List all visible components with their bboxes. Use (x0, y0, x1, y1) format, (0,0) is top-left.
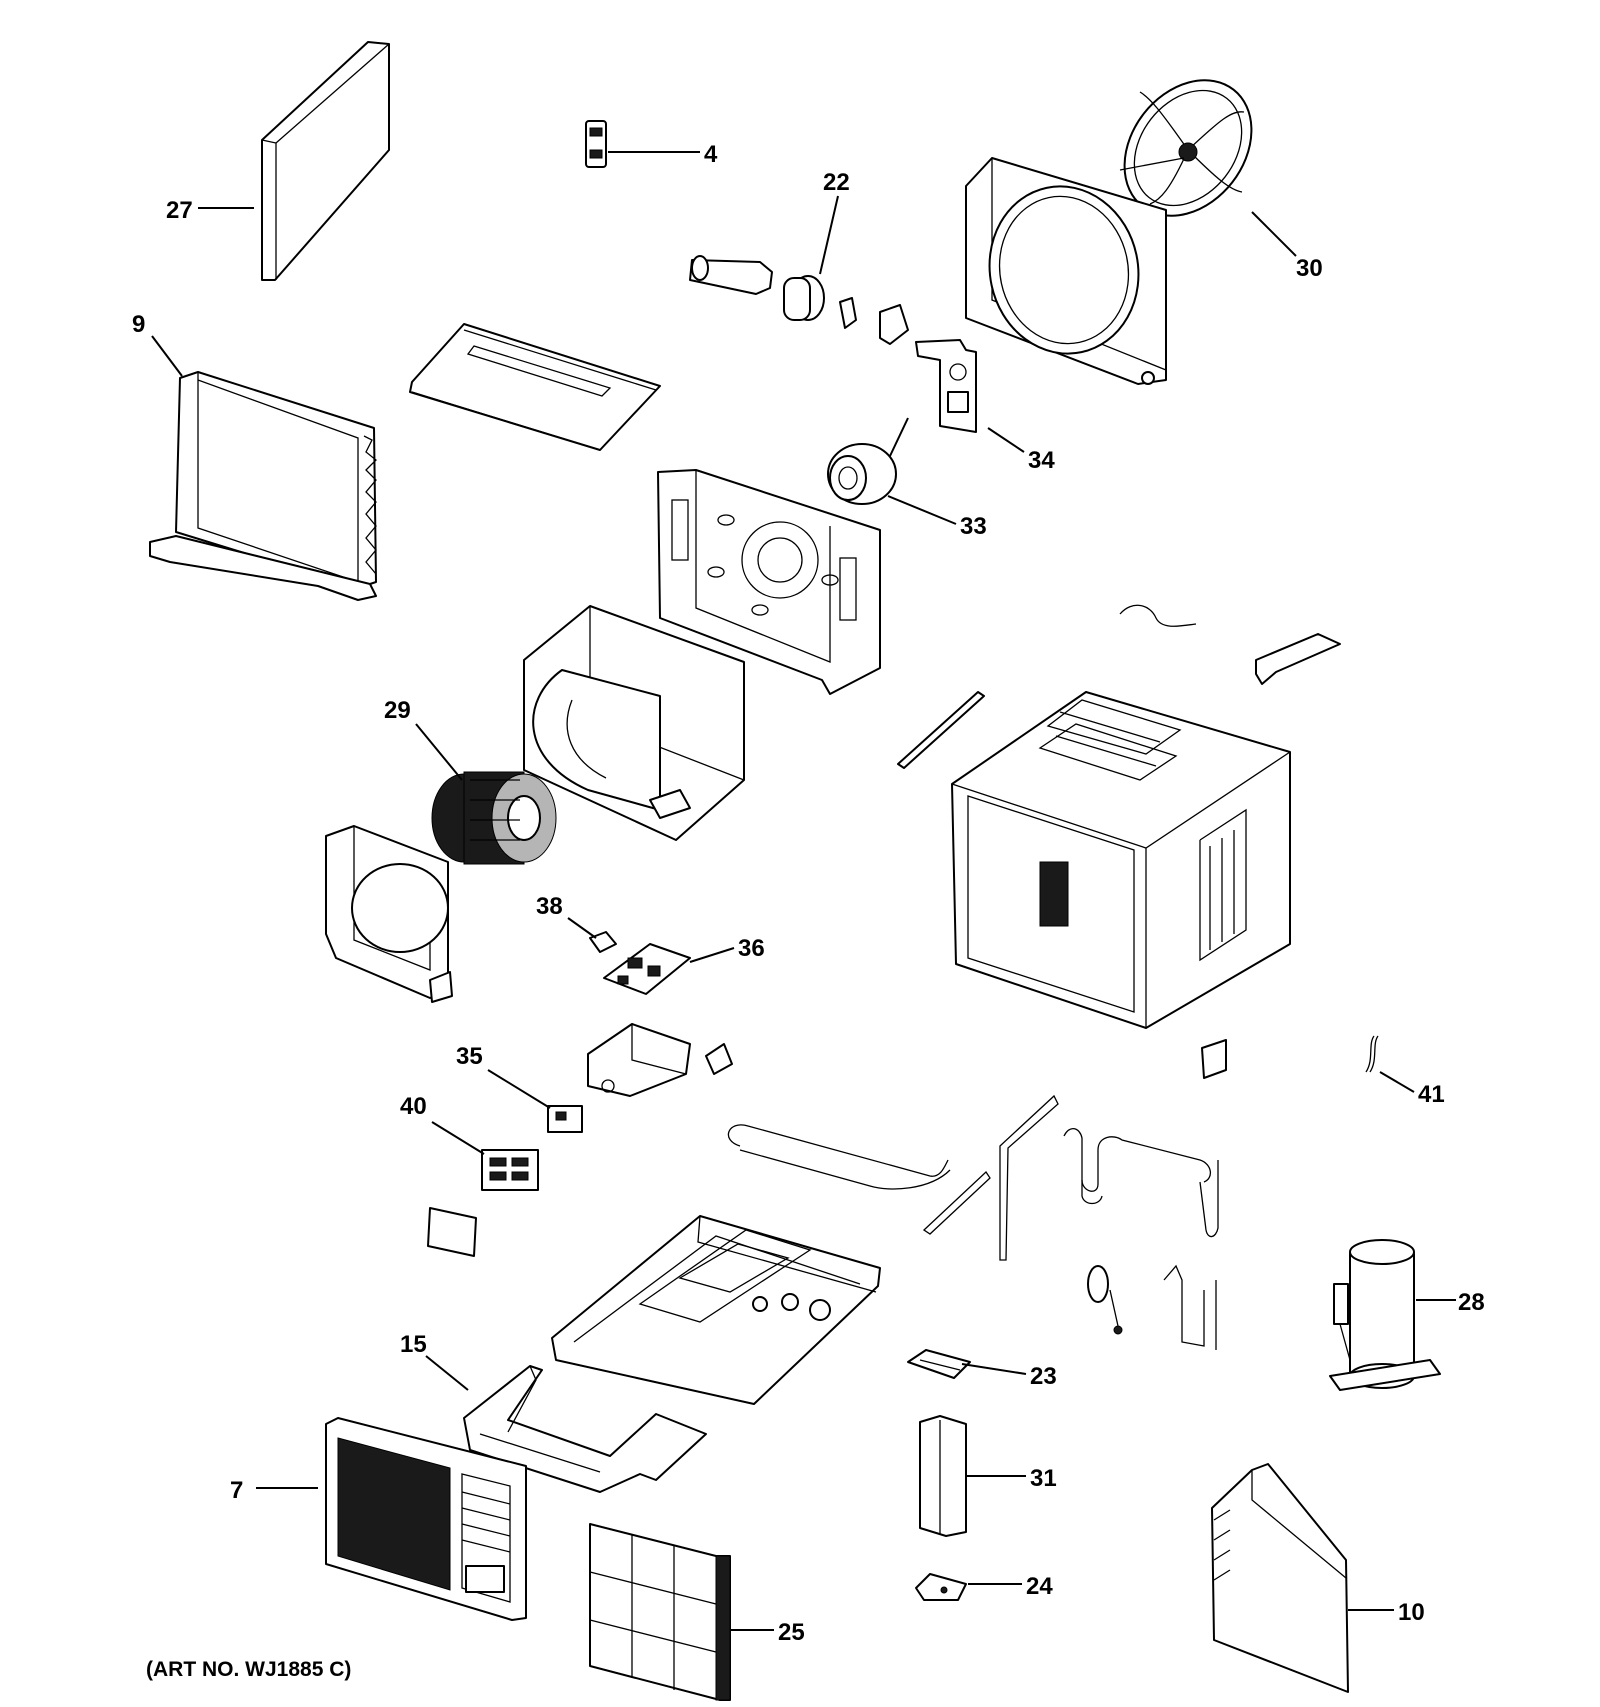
part-base-pan (551, 1215, 881, 1405)
callout-38: 38 (536, 893, 563, 920)
part-tube-loop (727, 1124, 951, 1190)
part-bulkhead (657, 469, 881, 695)
part-gasket (1201, 1039, 1227, 1079)
part-control-box (587, 1023, 691, 1097)
callout-9: 9 (132, 311, 145, 338)
callout-27: 27 (166, 197, 193, 224)
leader-15 (425, 1355, 469, 1391)
part-wire-lead (1119, 604, 1197, 627)
leader-9 (151, 335, 183, 377)
part-cabinet (951, 691, 1291, 1029)
part-bracket-small (1255, 633, 1341, 685)
part-9-evaporator (149, 371, 377, 601)
callout-40: 40 (400, 1093, 427, 1120)
part-31-bracket (919, 1415, 967, 1537)
part-23-bracket (907, 1349, 971, 1379)
callout-10: 10 (1398, 1599, 1425, 1626)
part-thermistor (1087, 1265, 1123, 1335)
part-fan-shroud (965, 157, 1167, 385)
leader-36 (689, 947, 735, 963)
callout-35: 35 (456, 1043, 483, 1070)
callout-23: 23 (1030, 1363, 1057, 1390)
leader-38 (567, 917, 597, 939)
leader-35 (487, 1069, 551, 1109)
callout-34: 34 (1028, 447, 1055, 474)
part-tube-pieces (1163, 1264, 1217, 1350)
part-refrigerant-tubing (999, 1094, 1219, 1261)
callout-22: 22 (823, 169, 850, 196)
part-41-tube (1365, 1035, 1379, 1073)
leader-30 (1251, 211, 1297, 257)
callout-33: 33 (960, 513, 987, 540)
part-label-card (427, 1207, 477, 1257)
part-34-motor-mount (915, 339, 977, 433)
part-7-front-grille (325, 1417, 527, 1621)
part-scroll-plate (325, 825, 453, 1003)
part-38-clip (589, 931, 617, 953)
art-number: (ART NO. WJ1885 C) (146, 1658, 351, 1681)
part-22-capacitor (689, 255, 909, 345)
part-brace (897, 691, 985, 769)
callout-15: 15 (400, 1331, 427, 1358)
part-gasket-small (705, 1043, 733, 1075)
leader-33 (887, 495, 957, 525)
part-28-compressor (1329, 1239, 1441, 1391)
leader-29 (415, 723, 463, 781)
part-33-fan-motor (827, 417, 909, 505)
part-36-control-board (603, 943, 691, 995)
part-10-condenser (1211, 1463, 1349, 1693)
callout-31: 31 (1030, 1465, 1057, 1492)
part-40-keypad (481, 1149, 539, 1191)
part-capillary (922, 1171, 991, 1235)
part-top-plate (409, 323, 661, 451)
part-25-filter (589, 1523, 731, 1701)
callout-24: 24 (1026, 1573, 1053, 1600)
leader-23 (961, 1363, 1027, 1375)
part-29-blower-wheel (431, 771, 557, 865)
callout-4: 4 (704, 141, 718, 168)
leader-34 (987, 427, 1025, 453)
leader-22 (819, 195, 839, 275)
part-24-plate (915, 1573, 967, 1601)
leader-41 (1379, 1071, 1415, 1093)
callout-36: 36 (738, 935, 765, 962)
leader-40 (431, 1121, 485, 1155)
part-4-switch (585, 120, 607, 168)
callout-29: 29 (384, 697, 411, 724)
callout-25: 25 (778, 1619, 805, 1646)
part-15-front-frame (463, 1365, 707, 1493)
callout-41: 41 (1418, 1081, 1445, 1108)
part-27-panel (261, 41, 390, 281)
callout-28: 28 (1458, 1289, 1485, 1316)
callout-7: 7 (230, 1477, 243, 1504)
part-35-switch-module (547, 1105, 583, 1133)
callout-30: 30 (1296, 255, 1323, 282)
part-blower-housing (523, 605, 745, 841)
